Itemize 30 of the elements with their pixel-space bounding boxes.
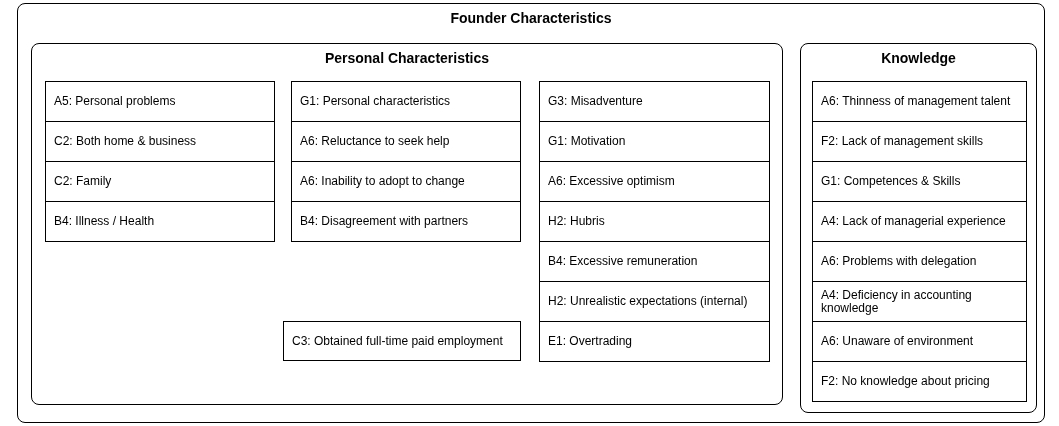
factor-box: B4: Disagreement with partners xyxy=(291,201,521,242)
factor-box: B4: Excessive remuneration xyxy=(539,241,770,282)
factor-box: A6: Reluctance to seek help xyxy=(291,121,521,162)
factor-box: A6: Thinness of management talent xyxy=(812,81,1027,122)
factor-box: G1: Personal characteristics xyxy=(291,81,521,122)
factor-box: C3: Obtained full-time paid employment xyxy=(283,321,521,361)
group-title: Founder Characteristics xyxy=(449,10,613,26)
factor-box: B4: Illness / Health xyxy=(45,201,275,242)
group-title: Personal Characteristics xyxy=(323,50,491,66)
factor-box: A4: Deficiency in accounting knowledge xyxy=(812,281,1027,322)
factor-box: A5: Personal problems xyxy=(45,81,275,122)
factor-box: G3: Misadventure xyxy=(539,81,770,122)
group-panel xyxy=(31,43,783,405)
factor-box: C2: Family xyxy=(45,161,275,202)
factor-box: A6: Unaware of environment xyxy=(812,321,1027,362)
factor-box: G1: Competences & Skills xyxy=(812,161,1027,202)
factor-box: H2: Unrealistic expectations (internal) xyxy=(539,281,770,322)
factor-box: C2: Both home & business xyxy=(45,121,275,162)
group-panel xyxy=(17,3,1045,423)
factor-box: E1: Overtrading xyxy=(539,321,770,362)
factor-box: A6: Excessive optimism xyxy=(539,161,770,202)
factor-box: A6: Problems with delegation xyxy=(812,241,1027,282)
factor-box: A6: Inability to adopt to change xyxy=(291,161,521,202)
factor-box: F2: Lack of management skills xyxy=(812,121,1027,162)
factor-box: F2: No knowledge about pricing xyxy=(812,361,1027,402)
factor-box: G1: Motivation xyxy=(539,121,770,162)
group-panel xyxy=(800,43,1037,413)
factor-box: H2: Hubris xyxy=(539,201,770,242)
group-title: Knowledge xyxy=(880,50,957,66)
factor-box: A4: Lack of managerial experience xyxy=(812,201,1027,242)
